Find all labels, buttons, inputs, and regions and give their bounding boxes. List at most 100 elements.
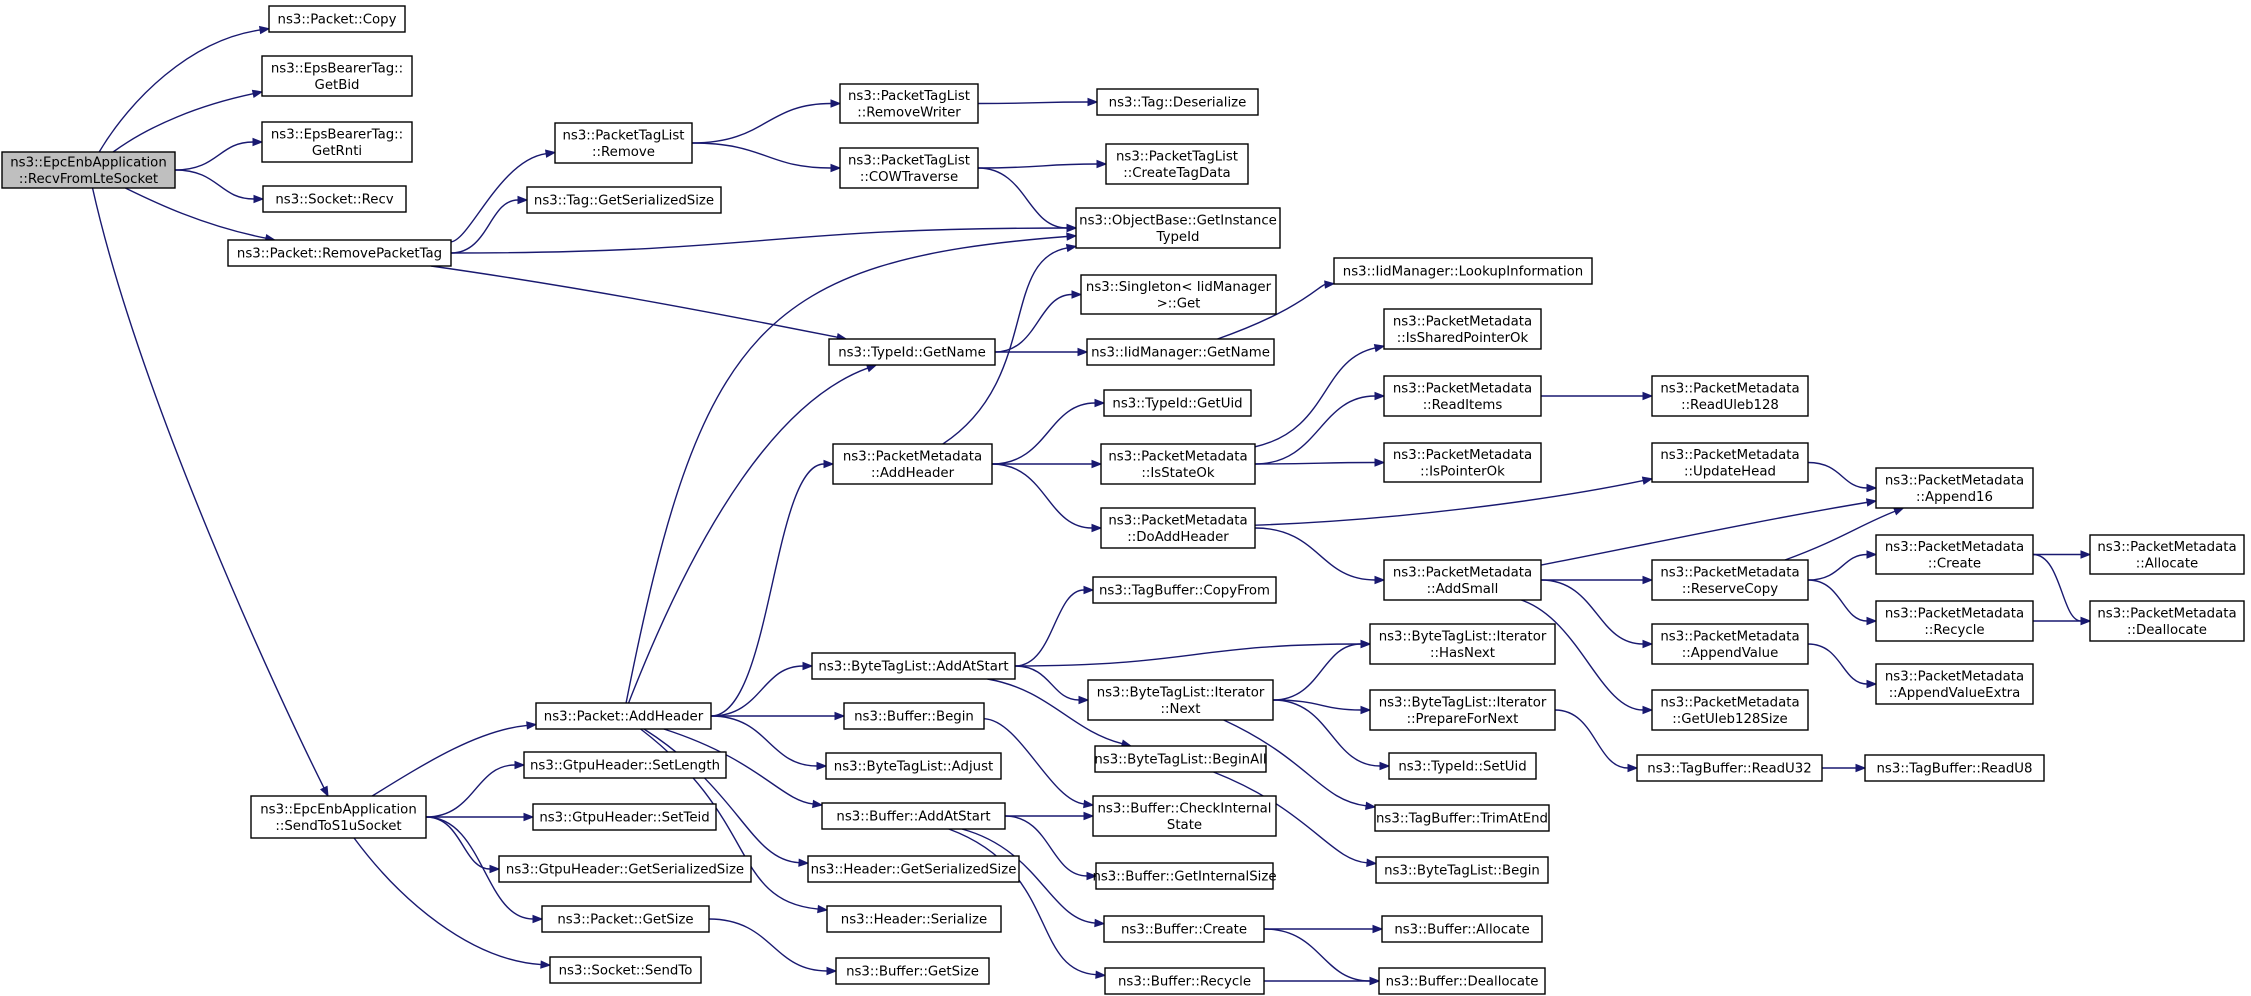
- node-btlAdjust[interactable]: ns3::ByteTagList::Adjust: [825, 752, 1002, 780]
- node-tbTrimAtEnd[interactable]: ns3::TagBuffer::TrimAtEnd: [1374, 804, 1550, 832]
- node-label: ns3::EpcEnbApplication: [10, 155, 167, 170]
- node-pmReserveCopy[interactable]: ns3::PacketMetadata::ReserveCopy: [1651, 559, 1809, 601]
- node-sockRecv[interactable]: ns3::Socket::Recv: [262, 185, 407, 213]
- node-label: ns3::GtpuHeader::GetSerializedSize: [506, 863, 744, 878]
- node-pmRecycle[interactable]: ns3::PacketMetadata::Recycle: [1875, 600, 2034, 642]
- node-box: [227, 239, 452, 267]
- node-bufAddAtStart[interactable]: ns3::Buffer::AddAtStart: [821, 802, 1006, 830]
- node-gtpGetSer[interactable]: ns3::GtpuHeader::GetSerializedSize: [498, 855, 752, 883]
- node-ptlRemoveWriter[interactable]: ns3::PacketTagList::RemoveWriter: [839, 83, 979, 124]
- node-ptlCreateTag[interactable]: ns3::PacketTagList::CreateTagData: [1105, 143, 1249, 185]
- node-box: [261, 55, 413, 97]
- node-pmAddSmall[interactable]: ns3::PacketMetadata::AddSmall: [1383, 559, 1542, 601]
- node-hdrGetSer[interactable]: ns3::Header::GetSerializedSize: [807, 855, 1020, 883]
- node-bufRecycle[interactable]: ns3::Buffer::Recycle: [1104, 967, 1265, 995]
- edge-pAddHeader-to-typeIdGetName: [627, 367, 869, 704]
- node-pmAppendValue[interactable]: ns3::PacketMetadata::AppendValue: [1651, 623, 1809, 665]
- node-root[interactable]: ns3::EpcEnbApplication::RecvFromLteSocke…: [1, 151, 176, 189]
- node-bufDeallocate[interactable]: ns3::Buffer::Deallocate: [1378, 967, 1546, 995]
- node-box: [1333, 257, 1593, 285]
- edge-pmCreate-to-pmDeallocate: [2032, 553, 2082, 622]
- node-sendS1u[interactable]: ns3::EpcEnbApplication::SendToS1uSocket: [250, 795, 427, 839]
- edge-sendS1u-to-pAddHeader: [371, 724, 528, 797]
- node-tagGetSer[interactable]: ns3::Tag::GetSerializedSize: [526, 186, 722, 214]
- node-pmAppend16[interactable]: ns3::PacketMetadata::Append16: [1875, 467, 2034, 509]
- node-pGetSize[interactable]: ns3::Packet::GetSize: [541, 905, 710, 933]
- node-box: [268, 5, 406, 33]
- node-hdrSerialize[interactable]: ns3::Header::Serialize: [826, 905, 1002, 933]
- node-pmIsShared[interactable]: ns3::PacketMetadata::IsSharedPointerOk: [1383, 308, 1542, 350]
- node-pmReadItems[interactable]: ns3::PacketMetadata::ReadItems: [1383, 375, 1542, 417]
- node-box: [1096, 88, 1259, 116]
- node-label: ::IsPointerOk: [1420, 464, 1505, 479]
- node-typeIdSetUid[interactable]: ns3::TypeId::SetUid: [1388, 752, 1537, 780]
- node-bufGetInternal[interactable]: ns3::Buffer::GetInternalSize: [1092, 862, 1277, 890]
- edge-ptlRemoveWriter-to-tagDeser: [977, 101, 1089, 105]
- node-pmDeallocate[interactable]: ns3::PacketMetadata::Deallocate: [2089, 600, 2245, 642]
- node-pmCreate[interactable]: ns3::PacketMetadata::Create: [1875, 534, 2034, 575]
- node-box: [832, 443, 993, 485]
- node-btlItPrepare[interactable]: ns3::ByteTagList::Iterator::PrepareForNe…: [1369, 689, 1556, 731]
- edge-arrowhead: [1065, 243, 1078, 253]
- node-pmAppendValueExtra[interactable]: ns3::PacketMetadata::AppendValueExtra: [1875, 663, 2034, 705]
- node-singletonGet[interactable]: ns3::Singleton< IidManager>::Get: [1080, 274, 1277, 315]
- node-ebtGetBid[interactable]: ns3::EpsBearerTag::GetBid: [261, 55, 413, 97]
- node-iidLookup[interactable]: ns3::IidManager::LookupInformation: [1333, 257, 1593, 285]
- node-label: ::Append16: [1916, 490, 1993, 505]
- edge-root-to-ebtGetRnti: [174, 141, 254, 171]
- node-label: ::RemoveWriter: [857, 105, 961, 120]
- node-label: ::AddHeader: [871, 466, 955, 481]
- node-pAddHeader[interactable]: ns3::Packet::AddHeader: [535, 702, 712, 730]
- node-box: [1651, 559, 1809, 601]
- node-label: ::PrepareForNext: [1407, 712, 1519, 727]
- node-bufBegin[interactable]: ns3::Buffer::Begin: [843, 702, 985, 730]
- node-pmReadUleb[interactable]: ns3::PacketMetadata::ReadUleb128: [1651, 375, 1809, 417]
- node-typeIdGetUid[interactable]: ns3::TypeId::GetUid: [1103, 389, 1252, 417]
- node-box: [1651, 442, 1809, 483]
- node-tbReadU8[interactable]: ns3::TagBuffer::ReadU8: [1864, 754, 2045, 782]
- node-btlItHasNext[interactable]: ns3::ByteTagList::Iterator::HasNext: [1369, 623, 1556, 665]
- edge-arrowhead: [830, 163, 842, 173]
- node-pcopy[interactable]: ns3::Packet::Copy: [268, 5, 406, 33]
- edge-arrowhead: [253, 194, 265, 204]
- node-tagDeser[interactable]: ns3::Tag::Deserialize: [1096, 88, 1259, 116]
- node-tbReadU32[interactable]: ns3::TagBuffer::ReadU32: [1636, 754, 1823, 782]
- edge-pmUpdateHead-to-pmAppend16: [1807, 461, 1868, 489]
- node-tbCopyFrom[interactable]: ns3::TagBuffer::CopyFrom: [1092, 576, 1277, 604]
- node-bufAllocate[interactable]: ns3::Buffer::Allocate: [1381, 915, 1543, 943]
- node-ebtGetRnti[interactable]: ns3::EpsBearerTag::GetRnti: [261, 121, 413, 163]
- node-pmUpdateHead[interactable]: ns3::PacketMetadata::UpdateHead: [1651, 442, 1809, 483]
- node-box: [532, 803, 717, 831]
- node-label: ns3::Socket::Recv: [275, 193, 393, 208]
- node-label: ns3::TagBuffer::ReadU8: [1877, 762, 2033, 777]
- node-sockSendTo[interactable]: ns3::Socket::SendTo: [549, 956, 702, 984]
- node-ptlRemove[interactable]: ns3::PacketTagList::Remove: [554, 122, 693, 164]
- node-pmDoAddHeader[interactable]: ns3::PacketMetadata::DoAddHeader: [1100, 507, 1256, 549]
- node-bufCreate[interactable]: ns3::Buffer::Create: [1103, 915, 1265, 943]
- edge-btlAddAtStart-to-btlItNext: [1014, 665, 1080, 701]
- node-label: ns3::EpcEnbApplication: [260, 802, 417, 817]
- node-box: [1383, 442, 1542, 483]
- node-gtpSetLength[interactable]: ns3::GtpuHeader::SetLength: [523, 751, 727, 779]
- node-btlBeginAll[interactable]: ns3::ByteTagList::BeginAll: [1094, 745, 1267, 773]
- node-bufGetSize[interactable]: ns3::Buffer::GetSize: [835, 957, 990, 985]
- node-box: [1086, 338, 1275, 366]
- node-ptlCOW[interactable]: ns3::PacketTagList::COWTraverse: [839, 147, 979, 189]
- node-pmIsStateOk[interactable]: ns3::PacketMetadata::IsStateOk: [1100, 443, 1256, 485]
- node-pmAddHeader[interactable]: ns3::PacketMetadata::AddHeader: [832, 443, 993, 485]
- node-pmIsPointerOk[interactable]: ns3::PacketMetadata::IsPointerOk: [1383, 442, 1542, 483]
- node-btlItNext[interactable]: ns3::ByteTagList::Iterator::Next: [1087, 679, 1274, 721]
- node-gtpSetTeid[interactable]: ns3::GtpuHeader::SetTeid: [532, 803, 717, 831]
- node-typeIdGetName[interactable]: ns3::TypeId::GetName: [828, 338, 996, 366]
- node-btlBegin[interactable]: ns3::ByteTagList::Begin: [1375, 856, 1549, 884]
- node-iidGetName[interactable]: ns3::IidManager::GetName: [1086, 338, 1275, 366]
- edge-arrowhead: [798, 858, 810, 867]
- node-box: [835, 957, 990, 985]
- node-label: ns3::ByteTagList::Begin: [1384, 864, 1540, 879]
- node-pmGetUleb[interactable]: ns3::PacketMetadata::GetUleb128Size: [1651, 689, 1809, 731]
- node-pmAllocate[interactable]: ns3::PacketMetadata::Allocate: [2089, 534, 2245, 575]
- node-btlAddAtStart[interactable]: ns3::ByteTagList::AddAtStart: [811, 652, 1016, 680]
- node-pRemoveTag[interactable]: ns3::Packet::RemovePacketTag: [227, 239, 452, 267]
